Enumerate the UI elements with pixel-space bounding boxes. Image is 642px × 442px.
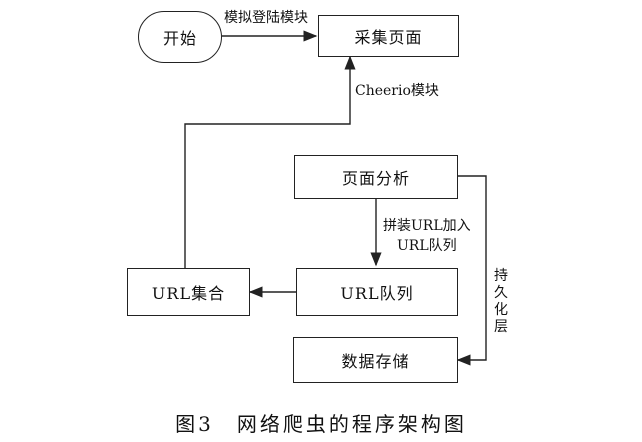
collect-page-node: 采集页面: [318, 15, 459, 57]
page-analysis-node: 页面分析: [294, 155, 458, 199]
simulate-login-label: 模拟登陆模块: [224, 10, 308, 26]
assemble-url-label-line1: 拼装URL加入: [383, 218, 471, 234]
data-storage-label: 数据存储: [341, 352, 410, 371]
page-analysis-label: 页面分析: [341, 169, 410, 188]
start-node-label: 开始: [162, 29, 197, 48]
url-set-node: URL集合: [127, 268, 250, 316]
edge-urlset-to-collect: [184, 55, 356, 268]
data-storage-node: 数据存储: [293, 337, 458, 383]
url-queue-label: URL队列: [340, 284, 414, 303]
persistence-label: 持久化层: [494, 268, 508, 335]
start-node: 开始: [138, 11, 222, 63]
cheerio-label: Cheerio模块: [355, 83, 439, 99]
assemble-url-label-line2: URL队列: [397, 238, 457, 254]
edge-analysis-to-storage: [456, 175, 487, 366]
figure-caption: 图3 网络爬虫的程序架构图: [175, 412, 467, 436]
url-set-label: URL集合: [151, 284, 226, 303]
collect-page-label: 采集页面: [354, 28, 423, 47]
url-queue-node: URL队列: [296, 268, 458, 316]
